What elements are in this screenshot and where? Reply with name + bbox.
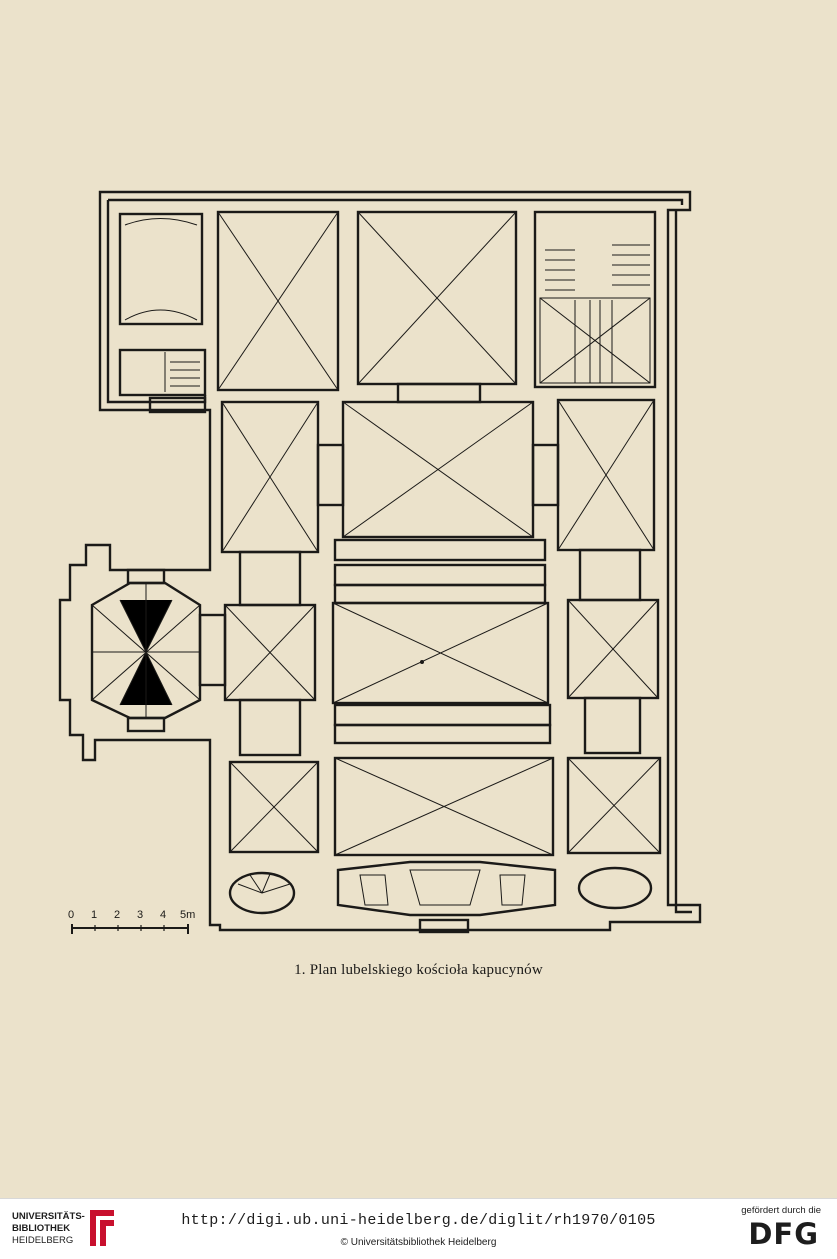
document-url[interactable]: http://digi.ub.uni-heidelberg.de/diglit/… — [181, 1212, 656, 1229]
scale-label-3: 3 — [137, 909, 143, 921]
heidelberg-crest-icon — [90, 1210, 114, 1246]
copyright-notice: © Universitätsbibliothek Heidelberg — [340, 1237, 497, 1248]
institution-line-3: HEIDELBERG — [12, 1235, 74, 1246]
scale-label-4: 4 — [160, 909, 166, 921]
room-stairwell — [533, 210, 657, 389]
figure-caption: 1. Plan lubelskiego kościoła kapucynów — [0, 962, 837, 979]
university-logo: UNIVERSITÄTS- BIBLIOTHEK HEIDELBERG — [12, 1211, 85, 1247]
nave-bay-2 — [331, 601, 550, 705]
institution-line-2: BIBLIOTHEK — [12, 1223, 71, 1234]
funder-note: gefördert durch die — [741, 1205, 821, 1216]
caption-text: Plan lubelskiego kościoła kapucynów — [309, 962, 543, 978]
dfg-logo: DFG — [748, 1217, 819, 1251]
room-top-1 — [216, 210, 340, 392]
nave-bay-3 — [333, 756, 555, 857]
church-floor-plan: 0 1 2 3 4 5m — [58, 190, 702, 934]
scale-label-1: 1 — [91, 909, 97, 921]
scale-label-5: 5m — [180, 909, 195, 921]
library-footer: UNIVERSITÄTS- BIBLIOTHEK HEIDELBERG http… — [0, 1198, 837, 1259]
chapel-left-3 — [228, 760, 320, 854]
room-stair-small — [118, 348, 207, 397]
vestibule — [336, 860, 557, 917]
scanned-page: 0 1 2 3 4 5m 1. Plan lubelskiego kościoł… — [0, 190, 837, 979]
room-top-left — [118, 212, 204, 326]
spiral-stair — [228, 871, 296, 915]
institution-line-1: UNIVERSITÄTS- — [12, 1211, 85, 1222]
caption-number: 1. — [294, 962, 306, 978]
scale-label-2: 2 — [114, 909, 120, 921]
scale-label-0: 0 — [68, 909, 74, 921]
outer-wall — [58, 190, 702, 932]
chapel-right-3 — [566, 756, 662, 855]
scale-bar: 0 1 2 3 4 5m — [68, 909, 195, 934]
